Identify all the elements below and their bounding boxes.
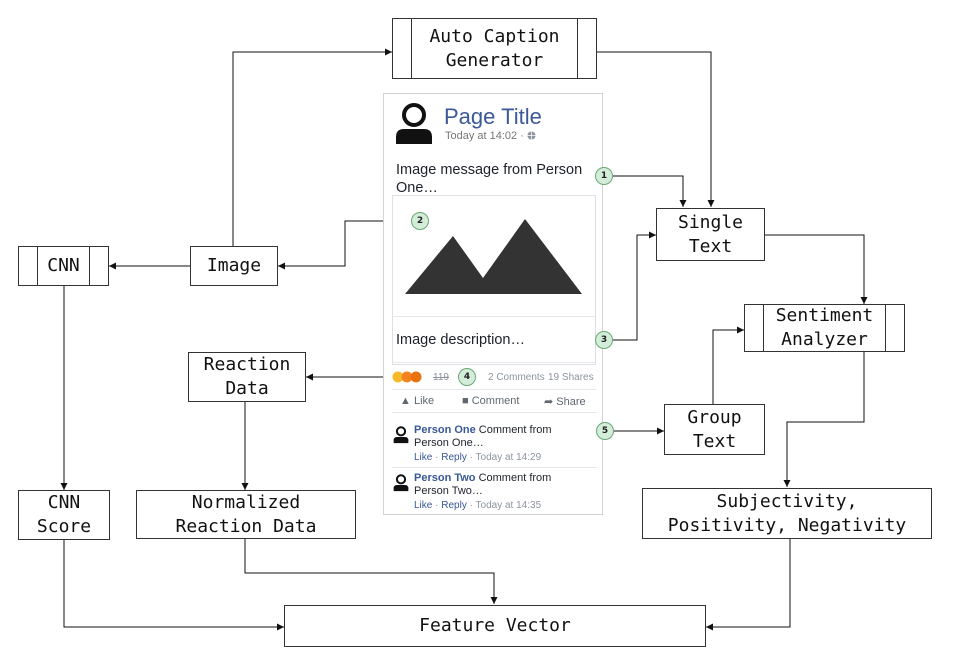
comment-meta: Like · Reply · Today at 14:29 <box>414 452 542 463</box>
image-box: Image <box>190 246 278 286</box>
badge-5: 5 <box>596 422 614 440</box>
comment-like-link[interactable]: Like <box>414 452 433 463</box>
reaction-emoji-icons[interactable] <box>392 370 424 384</box>
comment-meta: Like · Reply · Today at 14:35 <box>414 500 542 511</box>
globe-icon <box>527 131 536 140</box>
arrow-score-to-feature <box>63 540 284 631</box>
arrow-badge1-to-single <box>613 175 687 207</box>
thumbs-up-icon: ▲ <box>400 395 411 407</box>
arrow-group-to-sentiment <box>712 326 744 404</box>
arrow-badge2-to-image <box>278 220 410 270</box>
arrow-single-to-sentiment <box>765 234 868 304</box>
cnn-score-box: CNN Score <box>18 490 110 540</box>
comment-button[interactable]: ■ Comment <box>462 395 520 407</box>
post-image[interactable] <box>392 195 596 365</box>
comment-icon: ■ <box>462 395 469 407</box>
comment-text: Person Two Comment from Person Two… <box>414 472 552 497</box>
arrow-badge3-to-single <box>613 231 656 341</box>
social-post-card: Page Title Today at 14:02 · Image messag… <box>383 93 603 515</box>
comment-like-link[interactable]: Like <box>414 500 433 511</box>
share-arrow-icon: ➦ <box>544 396 554 408</box>
badge-1: 1 <box>595 167 613 185</box>
normalized-reaction-data-box: Normalized Reaction Data <box>136 490 356 539</box>
auto-caption-generator-box: Auto Caption Generator <box>392 18 597 79</box>
comment-reply-link[interactable]: Reply <box>441 500 467 511</box>
sentiment-analyzer-box: Sentiment Analyzer <box>744 304 905 352</box>
comment-author[interactable]: Person Two <box>414 472 476 484</box>
post-timestamp: Today at 14:02 · <box>445 130 536 142</box>
cnn-box: CNN <box>18 246 109 286</box>
user-icon <box>393 426 409 444</box>
comments-count[interactable]: 2 Comments <box>488 372 545 383</box>
divider <box>392 316 596 317</box>
arrow-sentiment-to-subjectivity <box>783 352 865 487</box>
divider <box>392 362 596 363</box>
badge-3: 3 <box>595 331 613 349</box>
like-button[interactable]: ▲ Like <box>400 395 435 407</box>
comment-text: Person One Comment from Person One… <box>414 424 552 449</box>
divider <box>392 389 596 390</box>
arrow-caption-to-single <box>596 51 715 207</box>
user-icon <box>393 474 409 492</box>
reaction-count[interactable]: 119 <box>433 372 449 383</box>
user-icon <box>396 103 432 144</box>
shares-count[interactable]: 19 Shares <box>548 372 594 383</box>
share-button[interactable]: ➦ Share <box>544 396 586 408</box>
divider <box>392 467 596 468</box>
badge-4: 4 <box>458 368 476 386</box>
post-message: Image message from Person One… <box>396 162 583 196</box>
single-text-box: Single Text <box>656 208 765 261</box>
arrow-image-to-caption <box>232 48 392 258</box>
arrow-subjectivity-to-feature <box>706 539 791 631</box>
divider <box>392 412 596 413</box>
subjectivity-positivity-negativity-box: Subjectivity, Positivity, Negativity <box>642 488 932 539</box>
mountain-icon <box>405 219 582 294</box>
reaction-data-box: Reaction Data <box>188 352 306 402</box>
comment-reply-link[interactable]: Reply <box>441 452 467 463</box>
arrow-normalized-to-feature <box>244 539 498 604</box>
feature-vector-box: Feature Vector <box>284 605 706 647</box>
image-description: Image description… <box>396 332 525 348</box>
comment-author[interactable]: Person One <box>414 424 476 436</box>
group-text-box: Group Text <box>664 404 765 455</box>
page-title[interactable]: Page Title <box>444 104 542 129</box>
badge-2: 2 <box>411 212 429 230</box>
